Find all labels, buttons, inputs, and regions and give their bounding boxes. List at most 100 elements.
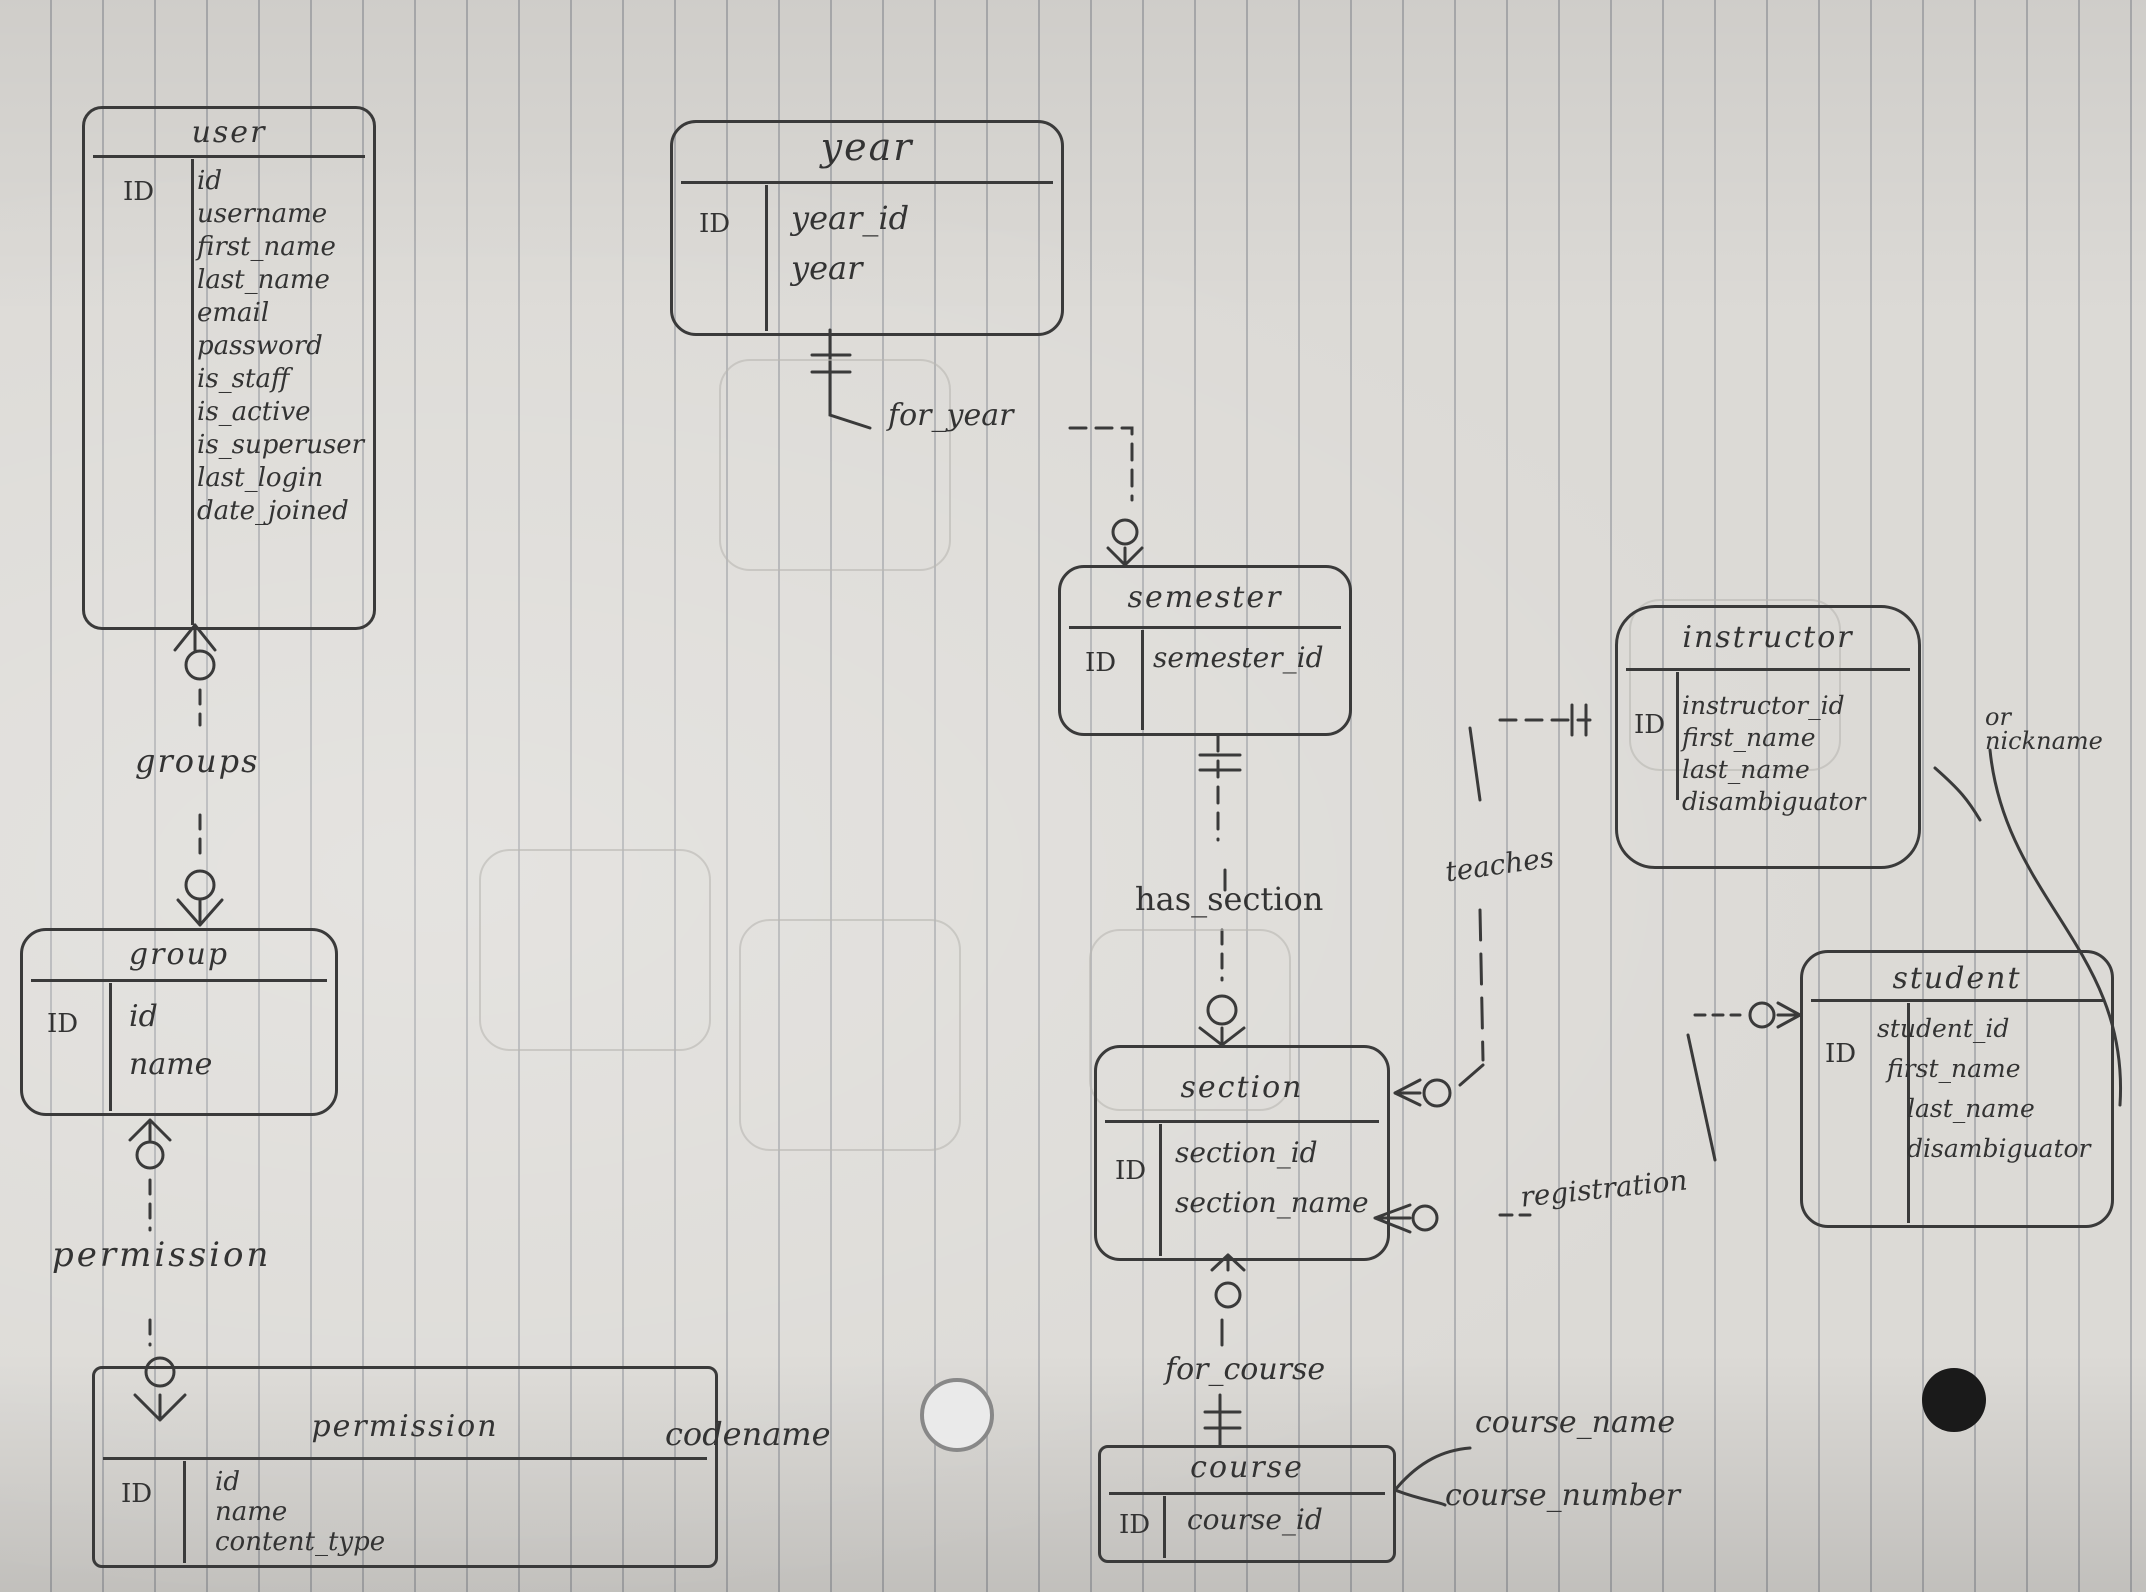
course-attr-course-name: course_name [1475, 1405, 1676, 1440]
entity-course-title: course [1190, 1450, 1304, 1485]
optional-circle-user [184, 649, 216, 681]
relationship-groups: groups [135, 742, 260, 780]
relationship-has-section: has_section [1135, 880, 1324, 918]
user-attr-is-active: is_active [197, 397, 311, 427]
crowfoot-section-top [1198, 1026, 1246, 1047]
user-attr-password: password [197, 331, 323, 361]
entity-course-key-divider [1163, 1496, 1166, 1558]
relationship-permission: permission [52, 1235, 272, 1275]
entity-group-attributes: id name [129, 993, 212, 1089]
instructor-attr-first-name: first_name [1682, 723, 1816, 752]
entity-year-title: year [820, 125, 914, 169]
entity-user: user ID id username first_name last_name… [82, 106, 376, 630]
crowfoot-section-registration [1373, 1203, 1412, 1234]
entity-instructor-key: ID [1634, 710, 1666, 740]
year-attr-year: year [791, 249, 863, 287]
entity-year-key: ID [699, 209, 731, 239]
entity-permission-key-divider [183, 1461, 186, 1563]
crowfoot-group-top [176, 898, 224, 927]
crowfoot-semester [1106, 546, 1144, 567]
one-bar-semester [1198, 753, 1242, 772]
entity-student-divider [1811, 999, 2103, 1002]
one-bar-instructor [1570, 703, 1588, 737]
entity-student-key-divider [1907, 1003, 1910, 1223]
entity-user-attributes: id username first_name last_name email p… [197, 165, 364, 528]
entity-year-key-divider [765, 185, 768, 331]
entity-section: section ID section_id section_name [1094, 1045, 1390, 1261]
student-attr-disambiguator: disambiguator [1907, 1134, 2091, 1163]
entity-semester: semester ID semester_id [1058, 565, 1352, 736]
entity-permission-title: permission [311, 1409, 499, 1444]
entity-group-key-divider [109, 983, 112, 1111]
instructor-attr-disambiguator: disambiguator [1682, 787, 1866, 816]
entity-section-key-divider [1159, 1124, 1162, 1256]
entity-instructor-title: instructor [1682, 620, 1854, 655]
user-attr-email: email [197, 298, 270, 328]
user-attr-id: id [197, 166, 222, 196]
relationship-for-year: for_year [888, 398, 1014, 433]
entity-student-title: student [1892, 961, 2022, 996]
entity-course-key: ID [1119, 1510, 1151, 1540]
relationship-for-course: for_course [1165, 1352, 1326, 1387]
entity-group: group ID id name [20, 928, 338, 1116]
entity-semester-attributes: semester_id [1153, 638, 1324, 678]
entity-year: year ID year_id year [670, 120, 1064, 336]
entity-student-key: ID [1825, 1039, 1857, 1069]
binding-hole-left [920, 1378, 994, 1452]
entity-user-key-divider [191, 159, 194, 625]
entity-section-key: ID [1115, 1156, 1147, 1186]
student-attr-student-id: student_id [1877, 1014, 2010, 1043]
permission-attr-codename: codename [665, 1415, 831, 1453]
entity-semester-title: semester [1127, 580, 1283, 615]
entity-student: student ID student_id first_name last_na… [1800, 950, 2114, 1228]
binding-hole-right [1922, 1368, 1986, 1432]
entity-section-title: section [1180, 1070, 1304, 1105]
entity-student-attributes: student_id first_name last_name disambig… [1877, 1009, 2091, 1169]
entity-group-divider [31, 979, 327, 982]
student-attr-last-name: last_name [1907, 1094, 2035, 1123]
entity-year-attributes: year_id year [791, 193, 909, 293]
crowfoot-student [1776, 1001, 1802, 1029]
user-attr-last-login: last_login [197, 463, 324, 493]
section-attr-section-id: section_id [1175, 1136, 1318, 1169]
permission-attr-id: id [215, 1467, 240, 1497]
entity-instructor-attributes: instructor_id first_name last_name disam… [1682, 690, 1866, 818]
entity-group-title: group [128, 937, 230, 972]
crowfoot-section-teaches [1393, 1078, 1422, 1107]
entity-semester-divider [1069, 626, 1341, 629]
group-attr-id: id [129, 999, 158, 1034]
group-attr-name: name [129, 1047, 213, 1082]
entity-permission-divider [103, 1457, 707, 1460]
course-attr-course-number: course_number [1445, 1478, 1681, 1513]
instructor-attr-last-name: last_name [1682, 755, 1810, 784]
entity-semester-key: ID [1085, 648, 1117, 678]
entity-section-attributes: section_id section_name [1175, 1128, 1369, 1228]
instructor-attr-instructor-id: instructor_id [1682, 691, 1845, 720]
course-attr-course-id: course_id [1187, 1503, 1323, 1536]
user-attr-is-superuser: is_superuser [197, 430, 365, 460]
entity-user-title: user [191, 115, 267, 150]
entity-course-attributes: course_id [1187, 1500, 1323, 1540]
section-attr-section-name: section_name [1175, 1186, 1369, 1219]
entity-permission-attributes: id name content_type [215, 1467, 385, 1557]
permission-attr-name: name [215, 1497, 288, 1527]
entity-user-divider [93, 155, 365, 158]
crowfoot-permission [133, 1393, 187, 1422]
entity-section-divider [1105, 1120, 1379, 1123]
user-attr-username: username [197, 199, 328, 229]
semester-attr-semester-id: semester_id [1153, 641, 1324, 674]
entity-user-key: ID [123, 177, 155, 207]
one-bar-year [810, 353, 852, 374]
entity-course: course ID course_id [1098, 1445, 1396, 1563]
entity-permission: permission ID id name content_type [92, 1366, 718, 1568]
instructor-note-or-nickname: or nickname [1985, 703, 2103, 755]
entity-group-key: ID [47, 1009, 79, 1039]
user-attr-date-joined: date_joined [197, 496, 349, 526]
student-attr-first-name: first_name [1887, 1054, 2021, 1083]
user-attr-first-name: first_name [197, 232, 336, 262]
user-attr-last-name: last_name [197, 265, 330, 295]
year-attr-year-id: year_id [791, 199, 910, 237]
permission-attr-content-type: content_type [215, 1527, 386, 1557]
entity-instructor-divider [1626, 668, 1910, 671]
